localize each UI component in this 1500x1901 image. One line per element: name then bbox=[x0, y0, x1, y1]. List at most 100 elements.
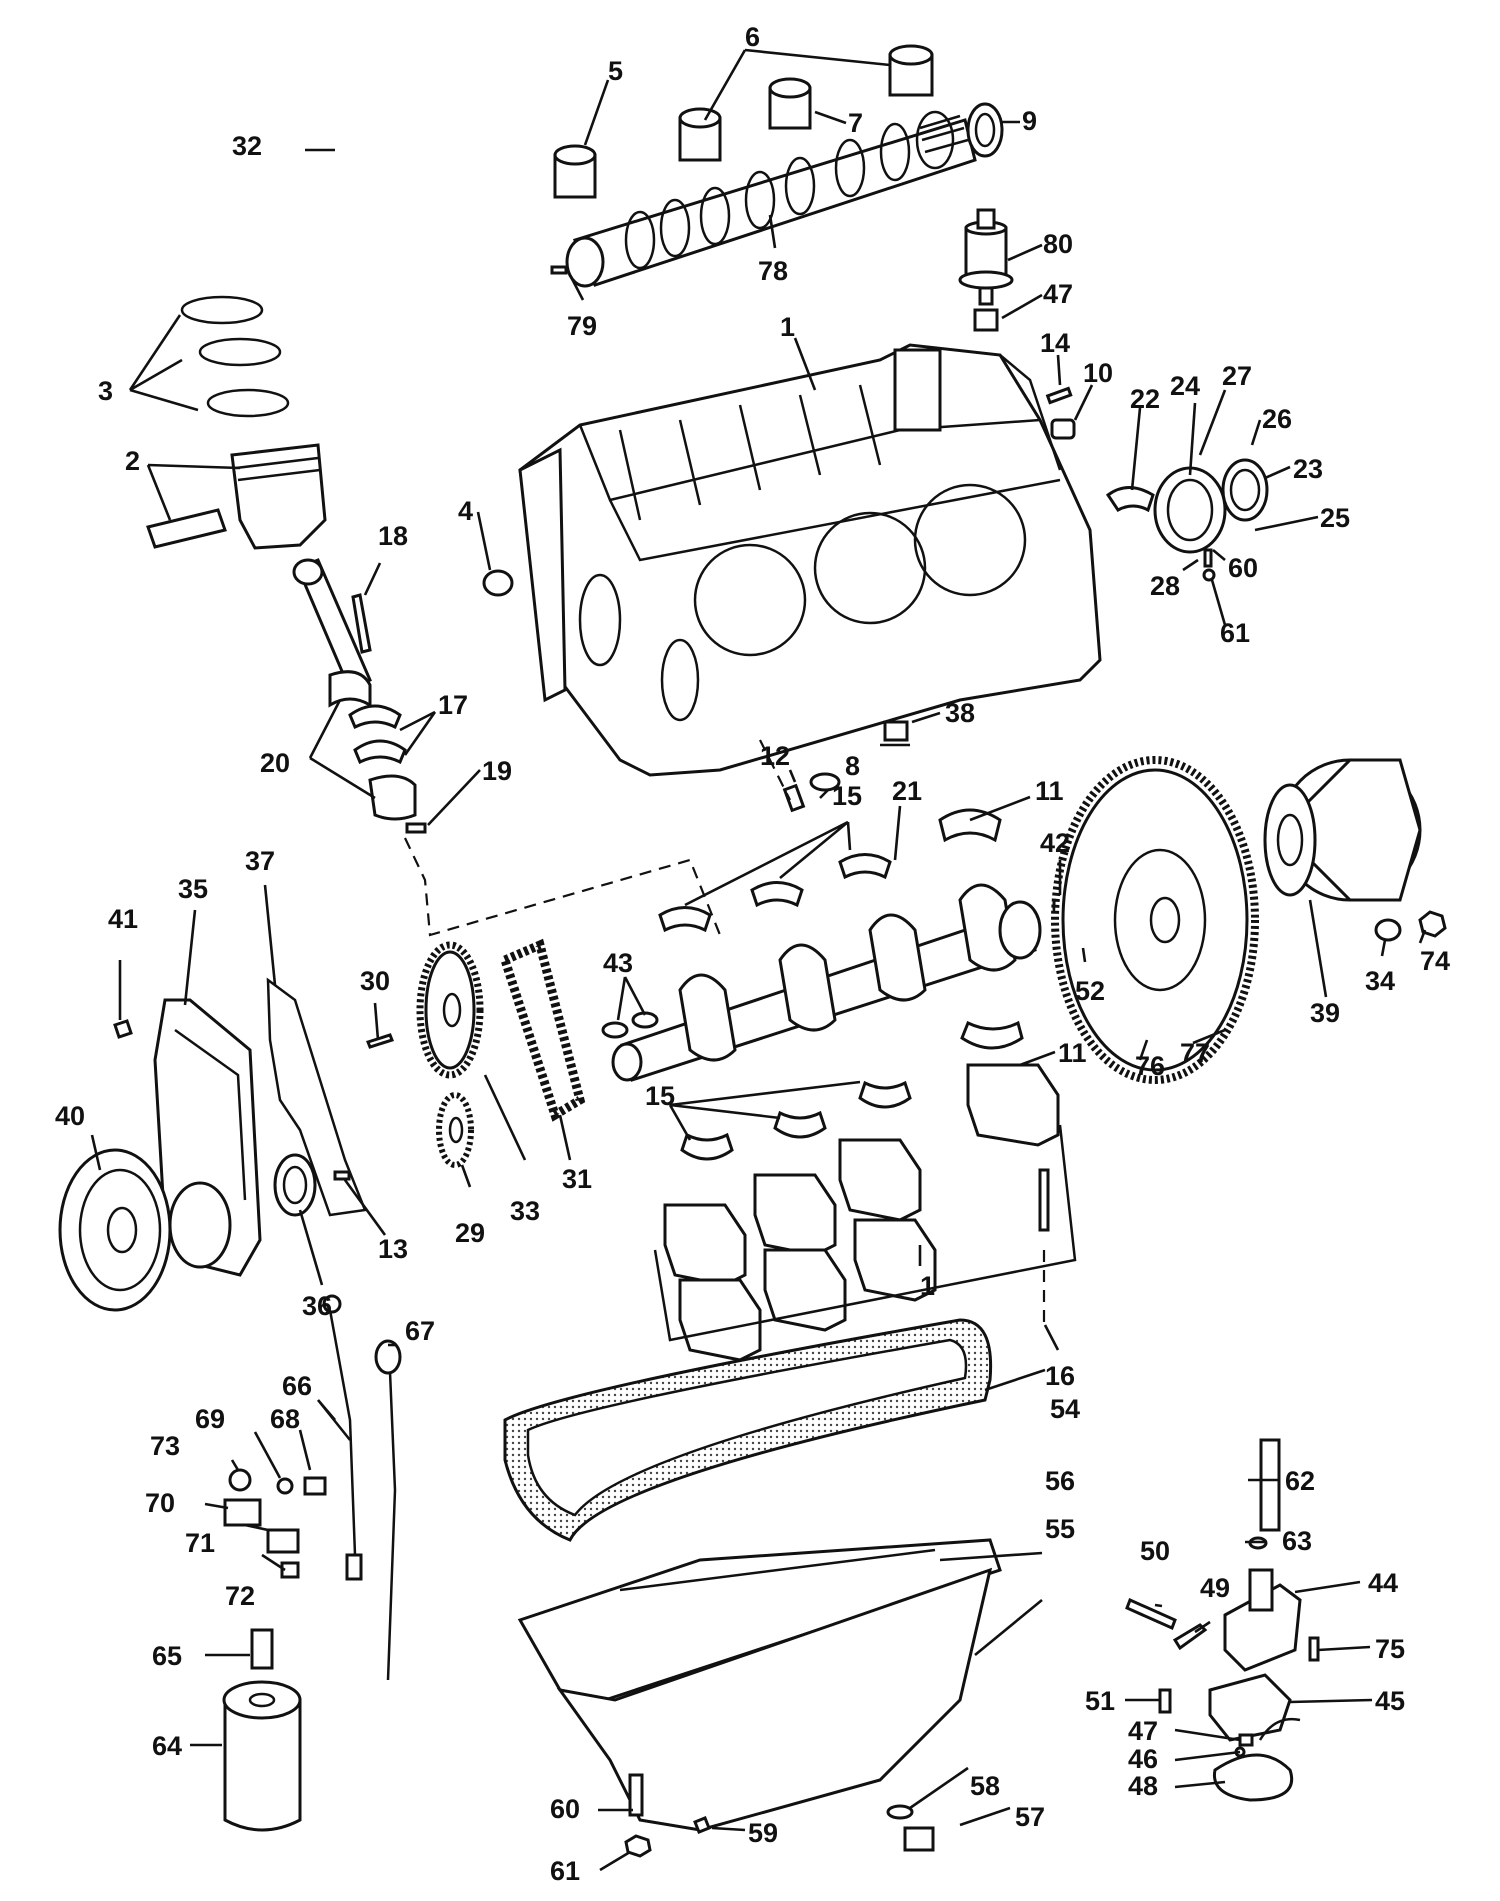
callout-20: 20 bbox=[260, 748, 290, 778]
main-bearing-caps bbox=[663, 1063, 1060, 1362]
washer-58 bbox=[886, 1804, 914, 1820]
callout-70: 70 bbox=[145, 1488, 175, 1518]
callout-17: 17 bbox=[438, 690, 468, 720]
drain-plug-57 bbox=[903, 1826, 935, 1852]
callout-41: 41 bbox=[108, 904, 138, 934]
rod-bearings bbox=[348, 704, 407, 765]
callout-64: 64 bbox=[152, 1731, 182, 1761]
callout-11-lower: 11 bbox=[1058, 1038, 1087, 1068]
dowel-12 bbox=[782, 783, 806, 813]
caps-bracket bbox=[653, 1124, 1077, 1342]
bolt-41 bbox=[113, 1019, 133, 1039]
crank-sprocket bbox=[436, 1092, 474, 1168]
callout-47-top: 47 bbox=[1043, 279, 1073, 309]
callout-9: 9 bbox=[1022, 106, 1037, 136]
callout-48: 48 bbox=[1128, 1771, 1158, 1801]
callout-21: 21 bbox=[892, 776, 922, 806]
callout-43: 43 bbox=[603, 948, 633, 978]
callout-5: 5 bbox=[608, 56, 623, 86]
callout-7: 7 bbox=[848, 108, 863, 138]
clamp-parts bbox=[223, 1468, 327, 1579]
callout-52: 52 bbox=[1075, 976, 1105, 1006]
callout-59: 59 bbox=[748, 1818, 778, 1848]
nut-61-top bbox=[1202, 568, 1216, 582]
callout-77: 77 bbox=[1180, 1038, 1210, 1068]
callout-69: 69 bbox=[195, 1404, 225, 1434]
oil-filter bbox=[222, 1680, 302, 1832]
callout-61-top: 61 bbox=[1220, 618, 1250, 648]
cylinder-block bbox=[518, 343, 1102, 777]
washer-8 bbox=[809, 772, 841, 792]
callout-4: 4 bbox=[458, 496, 473, 526]
callout-58: 58 bbox=[970, 1771, 1000, 1801]
callout-51: 51 bbox=[1085, 1686, 1115, 1716]
callout-2: 2 bbox=[125, 446, 140, 476]
cam-key bbox=[550, 265, 568, 275]
callout-10: 10 bbox=[1083, 358, 1113, 388]
callout-72: 72 bbox=[225, 1581, 255, 1611]
callout-35: 35 bbox=[178, 874, 208, 904]
callout-11-upper: 11 bbox=[1035, 776, 1064, 806]
drive-coupler bbox=[1263, 758, 1422, 902]
callout-40: 40 bbox=[55, 1101, 85, 1131]
crankshaft bbox=[611, 883, 1042, 1082]
callout-29: 29 bbox=[455, 1218, 485, 1248]
rod-bolt-18 bbox=[351, 593, 372, 654]
callout-49: 49 bbox=[1200, 1573, 1230, 1603]
callout-63: 63 bbox=[1282, 1526, 1312, 1556]
oil-pan-gasket bbox=[503, 1318, 993, 1542]
pin-51 bbox=[1158, 1688, 1172, 1714]
callout-15-lower: 15 bbox=[645, 1081, 675, 1111]
timing-cover-gasket bbox=[266, 977, 367, 1217]
fitting-47-pump bbox=[1238, 1733, 1254, 1747]
callout-28: 28 bbox=[1150, 571, 1180, 601]
cam-seal bbox=[966, 102, 1004, 158]
callout-labels: 32 5 6 7 9 79 78 80 47 1 14 10 3 2 4 18 … bbox=[55, 22, 1450, 1886]
callout-54: 54 bbox=[1050, 1394, 1080, 1424]
pump-cover-45 bbox=[1208, 1673, 1292, 1742]
bolt-75 bbox=[1308, 1636, 1320, 1662]
oil-pressure-sender bbox=[958, 208, 1014, 306]
filter-adapter-65 bbox=[250, 1628, 274, 1670]
rear-seal-retainer bbox=[1153, 466, 1227, 554]
callout-14: 14 bbox=[1040, 328, 1070, 358]
rod-cap bbox=[368, 774, 417, 821]
fitting-47-top bbox=[973, 308, 999, 332]
callout-26: 26 bbox=[1262, 404, 1292, 434]
callout-39: 39 bbox=[1310, 998, 1340, 1028]
callout-27: 27 bbox=[1222, 361, 1252, 391]
main-bearing-shells-upper bbox=[658, 808, 1002, 933]
pump-shaft-62 bbox=[1259, 1438, 1281, 1532]
callout-23: 23 bbox=[1293, 454, 1323, 484]
front-seal bbox=[273, 1153, 317, 1217]
dowel-13 bbox=[333, 1170, 351, 1181]
callout-74: 74 bbox=[1420, 946, 1450, 976]
retainer-gasket-22 bbox=[1105, 486, 1155, 513]
callout-57: 57 bbox=[1015, 1802, 1045, 1832]
rod-nut-19 bbox=[405, 822, 427, 834]
callout-75: 75 bbox=[1375, 1634, 1405, 1664]
callout-19: 19 bbox=[482, 756, 512, 786]
callout-42: 42 bbox=[1040, 828, 1070, 858]
callout-32: 32 bbox=[232, 131, 262, 161]
callout-44: 44 bbox=[1368, 1568, 1398, 1598]
callout-78: 78 bbox=[758, 256, 788, 286]
callout-60-bottom: 60 bbox=[550, 1794, 580, 1824]
plug-10 bbox=[1050, 418, 1076, 440]
timing-cover bbox=[153, 998, 262, 1277]
dipstick bbox=[374, 1339, 402, 1681]
callout-18: 18 bbox=[378, 521, 408, 551]
callout-6: 6 bbox=[745, 22, 760, 52]
callout-36: 36 bbox=[302, 1291, 332, 1321]
connecting-rod bbox=[292, 558, 372, 708]
callout-80: 80 bbox=[1043, 229, 1073, 259]
callout-38: 38 bbox=[945, 698, 975, 728]
callout-65: 65 bbox=[152, 1641, 182, 1671]
callout-68: 68 bbox=[270, 1404, 300, 1434]
callout-13: 13 bbox=[378, 1234, 408, 1264]
timing-dashed-lines bbox=[404, 837, 722, 937]
bolt-30 bbox=[366, 1033, 394, 1049]
stud-60-bottom bbox=[628, 1773, 644, 1817]
woodruff-keys-43 bbox=[601, 1011, 659, 1039]
